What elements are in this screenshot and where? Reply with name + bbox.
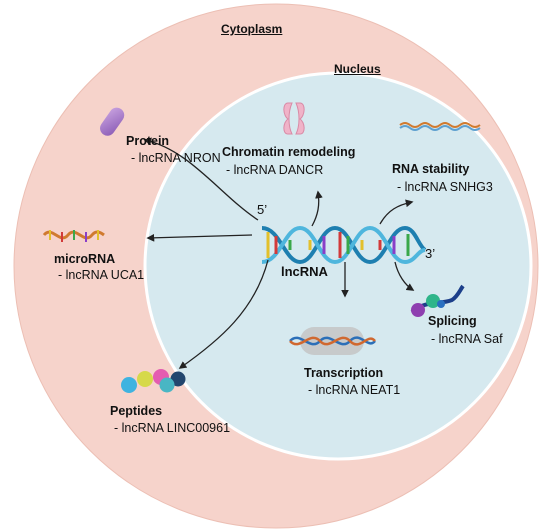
rna-strand-icon bbox=[399, 122, 481, 131]
chromatin-title: Chromatin remodeling bbox=[222, 145, 356, 159]
arrows bbox=[143, 137, 415, 369]
three-prime-label: 3’ bbox=[425, 246, 436, 261]
splicing-title: Splicing bbox=[428, 314, 477, 328]
transcription-icon bbox=[289, 327, 376, 355]
arrow-rna-stability bbox=[379, 199, 414, 225]
chromatin-example: - lncRNA DANCR bbox=[226, 163, 324, 177]
arrow-splicing bbox=[394, 261, 415, 291]
chromosome-icon bbox=[283, 102, 305, 135]
nucleus-region bbox=[143, 71, 533, 461]
arrow-peptides bbox=[178, 259, 269, 369]
rna-stability-example: - lncRNA SNHG3 bbox=[397, 180, 493, 194]
cytoplasm-label: Cytoplasm bbox=[221, 22, 283, 36]
rna-stability-title: RNA stability bbox=[392, 162, 470, 176]
lncrna-helix bbox=[261, 225, 427, 265]
protein-icon bbox=[100, 107, 125, 136]
arrow-chromatin bbox=[311, 190, 323, 227]
splicing-example: - lncRNA Saf bbox=[431, 332, 503, 346]
lncrna-label: lncRNA bbox=[281, 264, 328, 279]
protein-example: - lncRNA NRON bbox=[131, 151, 221, 165]
microrna-title: microRNA bbox=[54, 252, 116, 266]
peptides-example: - lncRNA LINC00961 bbox=[114, 421, 231, 435]
splicing-icon bbox=[410, 284, 465, 317]
nucleus-label: Nucleus bbox=[334, 62, 381, 76]
peptides-icon bbox=[121, 369, 186, 393]
microrna-example: - lncRNA UCA1 bbox=[58, 268, 145, 282]
transcription-example: - lncRNA NEAT1 bbox=[308, 383, 401, 397]
arrow-microrna bbox=[146, 233, 253, 242]
arrow-protein bbox=[143, 137, 259, 221]
five-prime-label: 5’ bbox=[257, 202, 268, 217]
protein-title: Protein bbox=[126, 134, 170, 148]
transcription-title: Transcription bbox=[304, 366, 384, 380]
peptides-title: Peptides bbox=[110, 404, 163, 418]
microrna-icon bbox=[42, 230, 105, 242]
